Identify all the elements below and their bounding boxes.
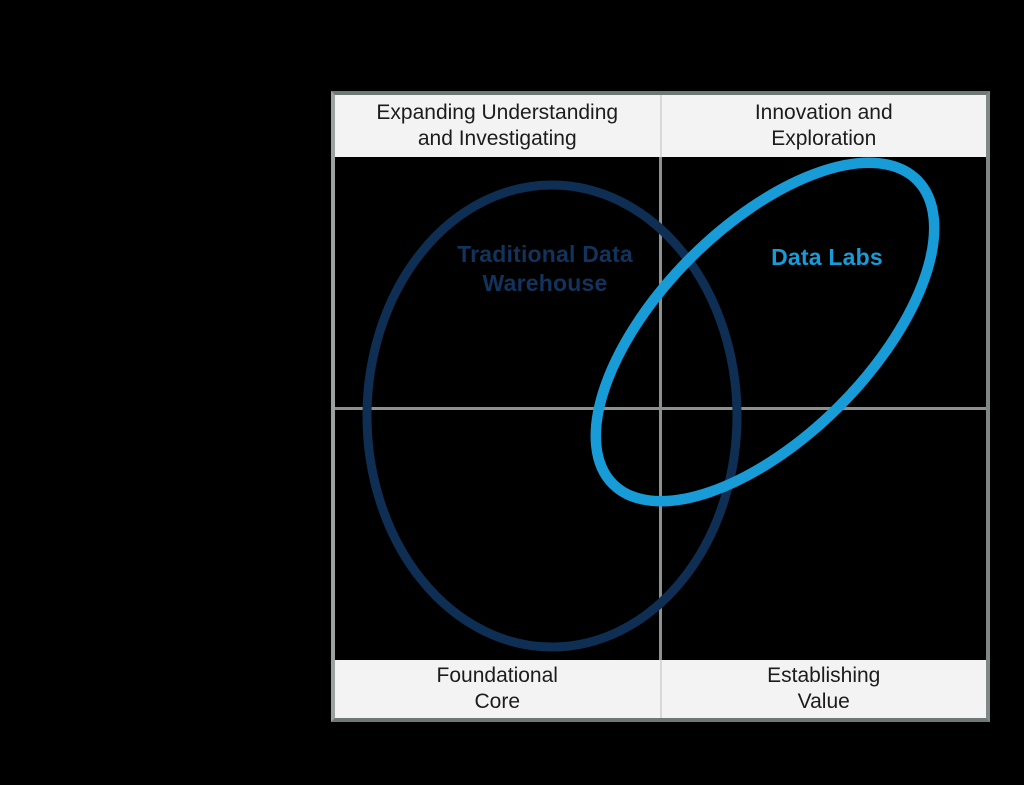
quadrant-label-bottom-right: Establishing Value [767, 664, 881, 713]
data-labs-label: Data Labs [771, 244, 883, 270]
quadrant-label-top-right: Innovation and Exploration [754, 101, 893, 150]
quadrant-chart: Expanding Understanding and Investigatin… [331, 91, 990, 722]
quadrant-label-bottom-left: Foundational Core [436, 664, 558, 713]
top-label-strip: Expanding Understanding and Investigatin… [335, 95, 986, 157]
horizontal-gridline [335, 407, 986, 410]
plot-area [335, 157, 986, 660]
bottom-label-strip: Foundational Core Establishing Value [335, 660, 986, 718]
quadrant-label-top-left: Expanding Understanding and Investigatin… [376, 101, 619, 150]
traditional-data-warehouse-label: Traditional Data Warehouse [457, 241, 633, 296]
bottom-strip-divider [659, 660, 662, 718]
top-strip-divider [659, 95, 662, 157]
